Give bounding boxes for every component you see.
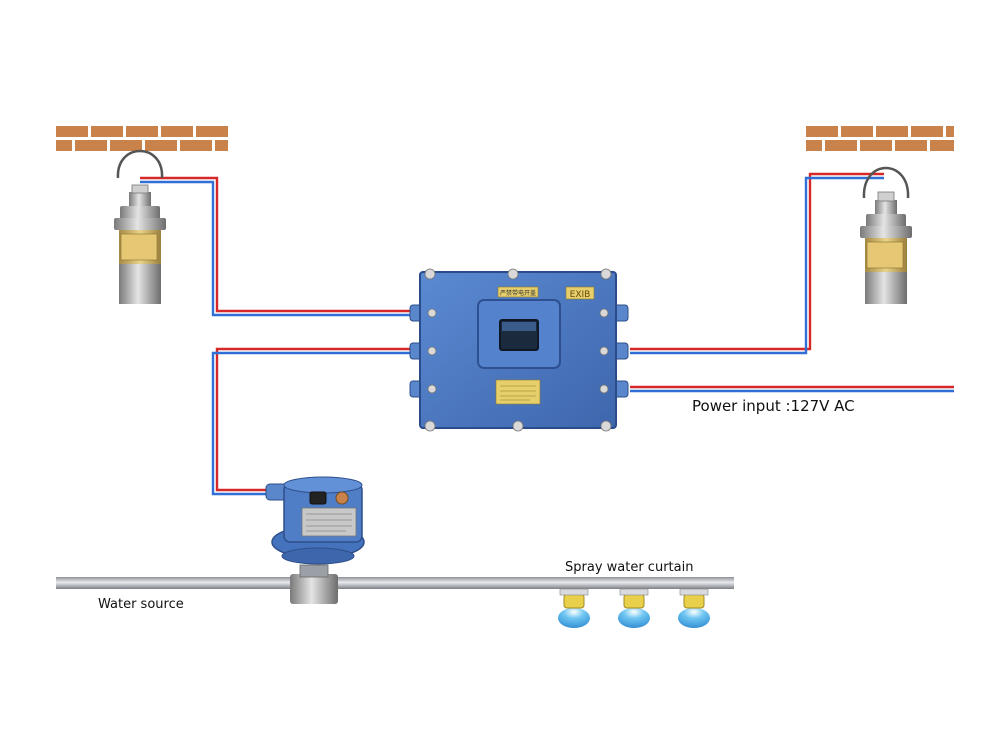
- junction-box-icon: 严禁带电开盖 EXIB: [409, 268, 629, 432]
- brick: [860, 140, 892, 151]
- brick: [841, 126, 873, 137]
- spray-nozzle-1-icon: [558, 588, 590, 628]
- brick: [91, 126, 123, 137]
- brick: [911, 126, 943, 137]
- brick: [946, 126, 954, 137]
- spray-nozzle-3-icon: [678, 588, 710, 628]
- brick: [215, 140, 228, 151]
- solenoid-valve-icon: [265, 476, 365, 565]
- water-source-label: Water source: [98, 597, 184, 612]
- box-nameplate-text: EXIB: [570, 290, 591, 300]
- wire-sensor-left: [140, 176, 412, 317]
- brick-wall-right-icon: [806, 126, 954, 151]
- brick: [180, 140, 212, 151]
- brick: [895, 140, 927, 151]
- water-pipe-icon: [56, 564, 734, 604]
- spray-nozzle-2-icon: [618, 588, 650, 628]
- wire-valve: [211, 347, 412, 496]
- brick: [825, 140, 857, 151]
- brick: [110, 140, 142, 151]
- brick: [196, 126, 228, 137]
- brick: [56, 140, 72, 151]
- wire-sensor-right: [630, 172, 884, 355]
- brick: [806, 126, 838, 137]
- sensor-left-icon: [114, 149, 166, 304]
- brick-wall-left-icon: [56, 126, 228, 151]
- brick: [126, 126, 158, 137]
- brick: [145, 140, 177, 151]
- brick: [56, 126, 88, 137]
- spray-curtain-label: Spray water curtain: [565, 560, 694, 575]
- spray-nozzles: [558, 588, 710, 628]
- sensor-right-icon: [860, 166, 912, 304]
- brick: [806, 140, 822, 151]
- brick: [930, 140, 954, 151]
- brick: [75, 140, 107, 151]
- brick: [161, 126, 193, 137]
- wire-power-input: [630, 385, 954, 393]
- brick: [876, 126, 908, 137]
- power-input-label: Power input :127V AC: [692, 397, 855, 415]
- box-top-tag: 严禁带电开盖: [500, 289, 536, 297]
